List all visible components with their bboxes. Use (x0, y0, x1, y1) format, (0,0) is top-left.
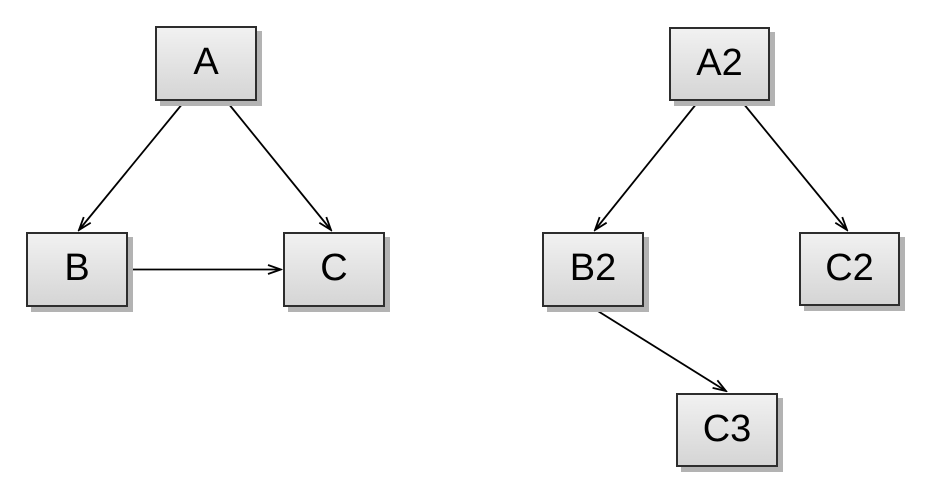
node-label: B (64, 247, 90, 289)
node-c[interactable]: C (283, 232, 385, 307)
node-b[interactable]: B (26, 232, 128, 307)
node-label: C3 (702, 407, 752, 450)
edge-a-c[interactable] (227, 102, 331, 230)
node-a[interactable]: A (155, 26, 257, 101)
node-c2[interactable]: C2 (799, 232, 900, 306)
node-label: B2 (569, 247, 617, 289)
node-label: A (193, 41, 219, 83)
node-label: A2 (696, 41, 743, 84)
edge-a2-b2[interactable] (595, 102, 698, 230)
edge-a-b[interactable] (79, 102, 184, 230)
node-b2[interactable]: B2 (542, 232, 644, 307)
edge-a2-c2[interactable] (742, 102, 847, 230)
edge-b2-c3[interactable] (592, 307, 726, 391)
node-c3[interactable]: C3 (676, 393, 778, 467)
node-a2[interactable]: A2 (669, 27, 770, 101)
node-label: C2 (825, 246, 874, 289)
node-label: C (320, 247, 348, 289)
